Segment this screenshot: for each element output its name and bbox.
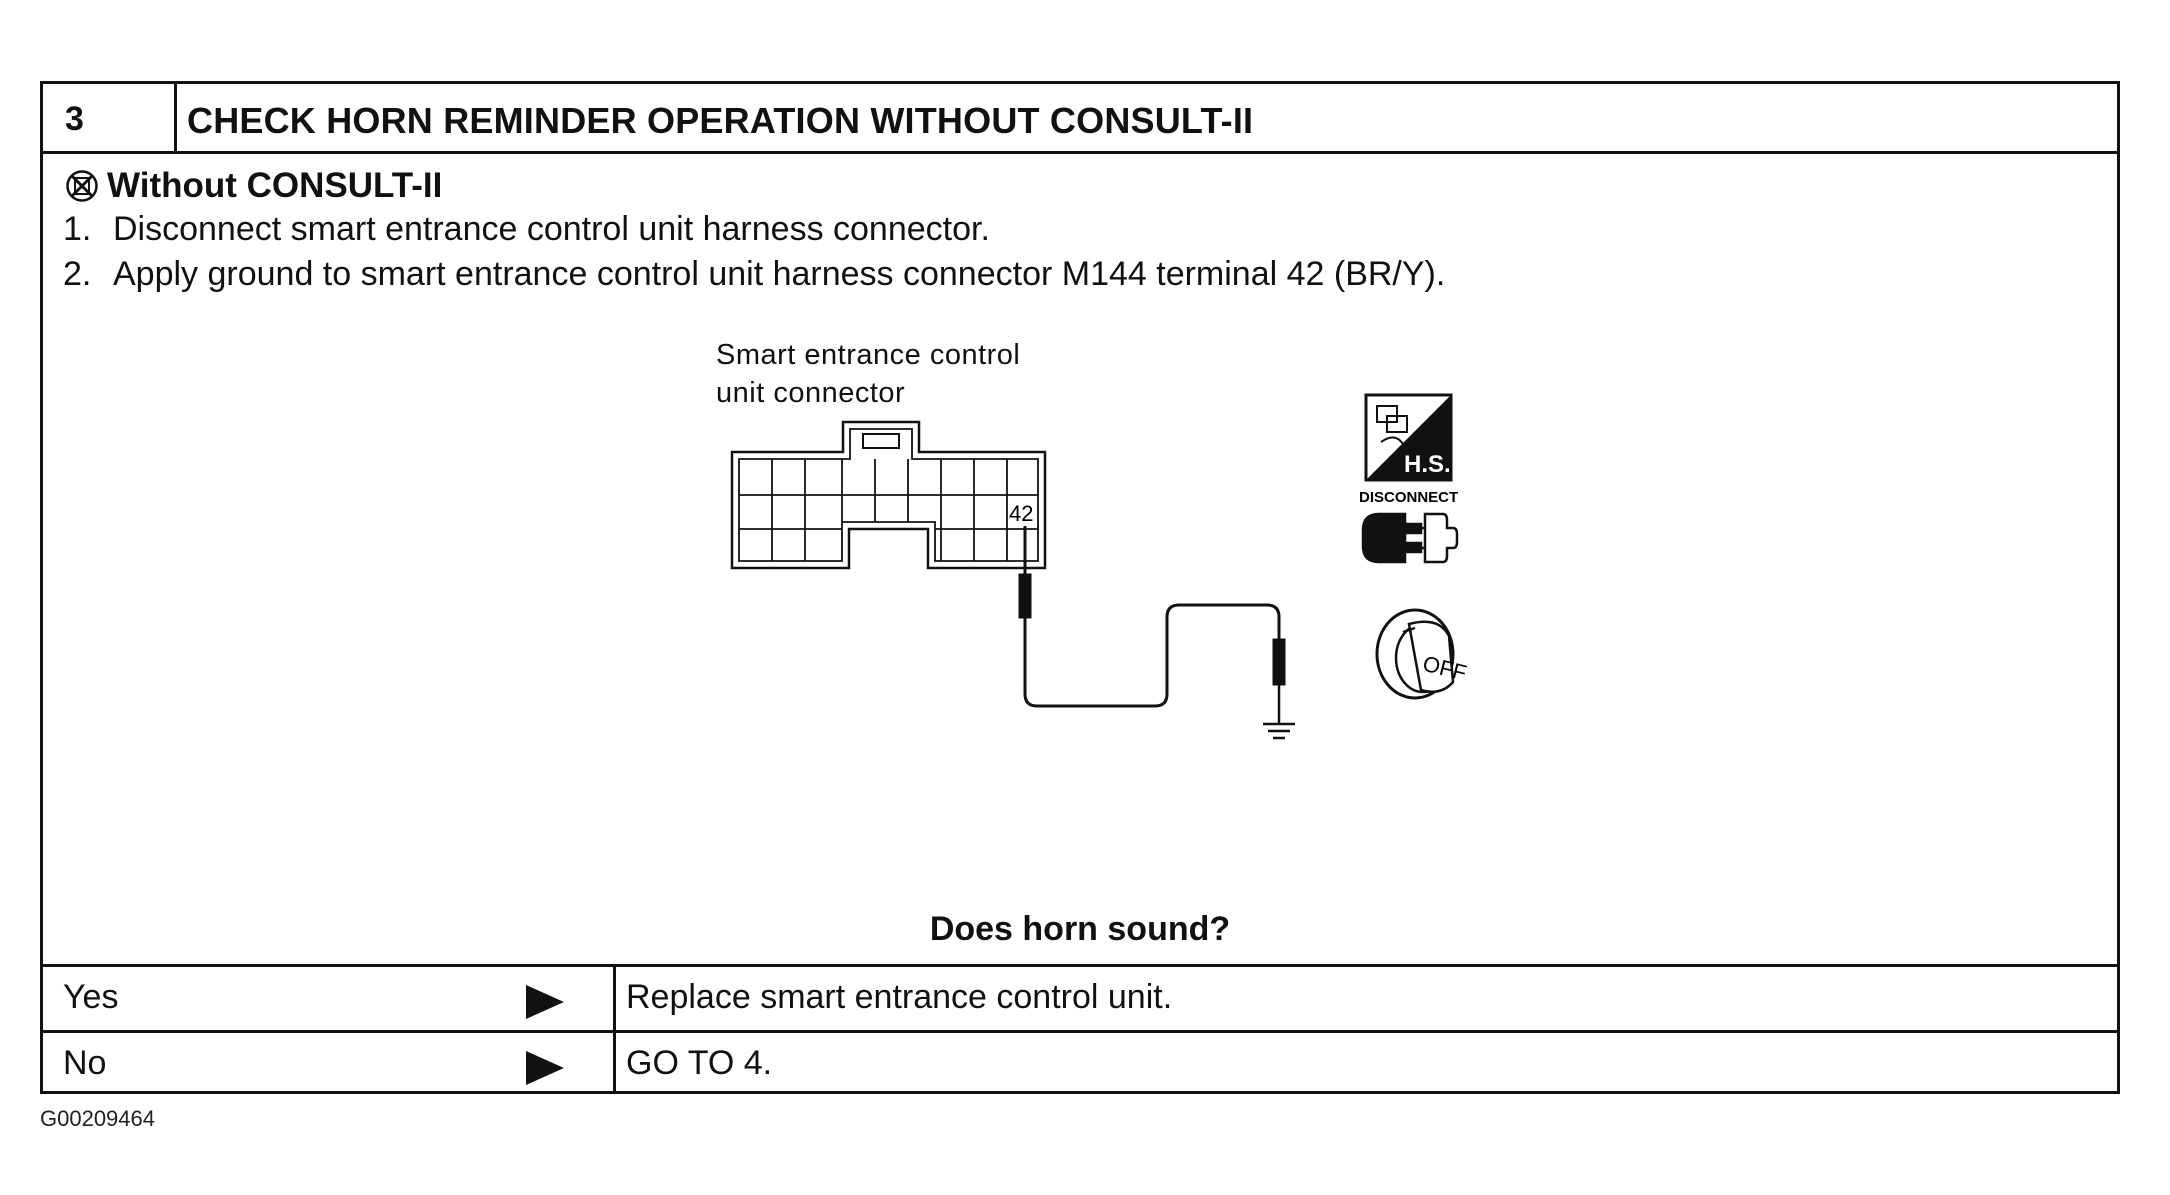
instruction-text: Apply ground to smart entrance control u… [113,255,1446,293]
step-title: CHECK HORN REMINDER OPERATION WITHOUT CO… [187,100,1254,141]
terminal-number: 42 [1009,501,1033,526]
condition-label: Without CONSULT-II [107,166,443,205]
step-number: 3 [43,84,177,151]
condition-heading: Without CONSULT-II [65,166,442,206]
no-consult-icon [66,170,98,202]
ground-symbol-icon [1263,722,1295,740]
instruction-item: 2. Apply ground to smart entrance control… [63,255,1445,294]
ignition-off-icon [1375,608,1455,700]
question-text: Does horn sound? [929,910,1231,948]
arrow-right-icon [526,985,564,1019]
instruction-number: 2. [63,255,92,293]
answer-row-yes: Yes Replace smart entrance control unit. [43,964,2117,1030]
connector-label: unit connector [716,377,906,409]
connector-label: Smart entrance control [716,339,1021,371]
instruction-item: 1. Disconnect smart entrance control unit… [63,210,990,249]
answer-result: Replace smart entrance control unit. [613,967,1172,1030]
answer-label: Yes [63,978,119,1016]
arrow-right-icon [526,1051,564,1085]
hs-harness-side-icon [1364,393,1453,482]
ground-wire [1018,526,1286,724]
step-header: 3 CHECK HORN REMINDER OPERATION WITHOUT … [43,84,2117,154]
disconnect-connector-icon [1361,512,1459,564]
answer-label: No [63,1044,107,1082]
instruction-text: Disconnect smart entrance control unit h… [113,210,990,248]
figure-code: G00209464 [40,1106,155,1131]
diagnostic-step-table: 3 CHECK HORN REMINDER OPERATION WITHOUT … [40,81,2120,1094]
hs-icon-label: H.S. [1404,451,1451,478]
connector-icon [730,420,1047,570]
disconnect-label: DISCONNECT [1359,489,1458,506]
answer-result: GO TO 4. [613,1033,772,1094]
instruction-number: 1. [63,210,92,248]
wiring-diagram: 42 H.S. DISCONNECT [730,393,1469,740]
answer-row-no: No GO TO 4. [43,1030,2117,1094]
